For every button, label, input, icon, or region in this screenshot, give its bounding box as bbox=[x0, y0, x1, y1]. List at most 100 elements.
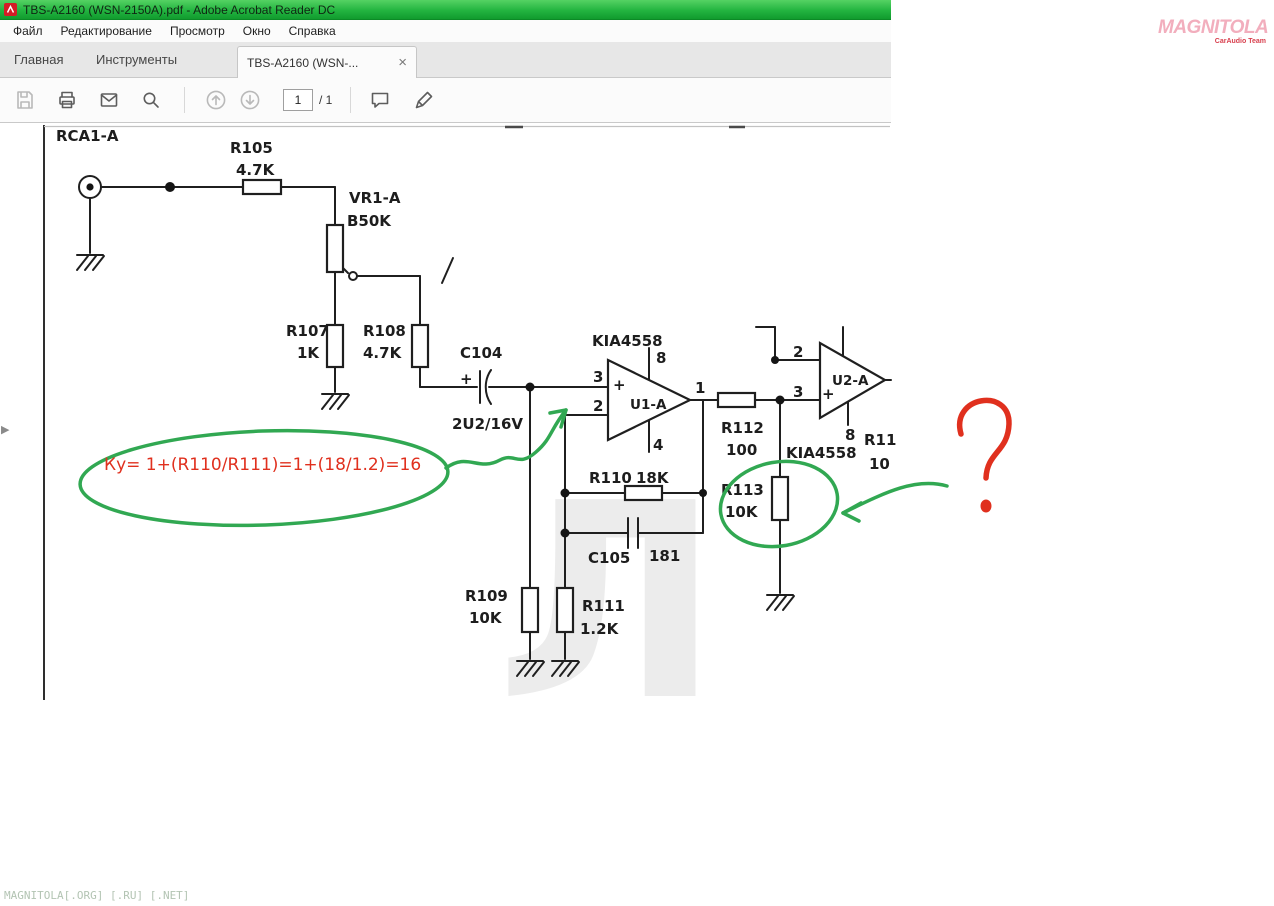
page-down-icon bbox=[240, 90, 260, 110]
label-u2-pin3: 3 bbox=[793, 383, 803, 401]
resistor-r113 bbox=[770, 475, 790, 522]
print-button[interactable] bbox=[50, 83, 84, 117]
squiggle-arrow bbox=[444, 408, 568, 470]
menu-window[interactable]: Окно bbox=[242, 24, 271, 38]
label-rca: RCA1-A bbox=[56, 127, 119, 145]
navigation-pane-toggle[interactable]: ▶ bbox=[1, 424, 10, 436]
tab-tools[interactable]: Инструменты bbox=[96, 52, 178, 67]
opamp-u1 bbox=[606, 358, 693, 442]
label-r108: R108 bbox=[363, 322, 406, 340]
label-u2-pin2: 2 bbox=[793, 343, 803, 361]
label-r109-value: 10K bbox=[469, 609, 503, 627]
label-r111: R111 bbox=[582, 597, 625, 615]
label-r111-value: 1.2K bbox=[580, 620, 620, 638]
schematic-wires bbox=[78, 175, 892, 660]
junction-dot bbox=[775, 395, 785, 405]
green-annotations bbox=[78, 408, 949, 549]
c104-plate-curved bbox=[484, 369, 492, 405]
label-r107-value: 1K bbox=[297, 344, 320, 362]
label-cut-10: 10 bbox=[869, 455, 890, 473]
resistor-r112 bbox=[716, 391, 757, 409]
label-u1-pin1: 1 bbox=[695, 379, 705, 397]
menu-help[interactable]: Справка bbox=[288, 24, 336, 38]
tabbar: Главная Инструменты TBS-A2160 (WSN-... × bbox=[0, 42, 891, 78]
label-u2-chip: KIA4558 bbox=[786, 444, 857, 462]
tab-document[interactable]: TBS-A2160 (WSN-... × bbox=[237, 46, 417, 78]
junction-dot bbox=[699, 489, 707, 497]
resistor-r109 bbox=[520, 586, 540, 634]
label-c104-value: 2U2/16V bbox=[452, 415, 523, 433]
junction-dot bbox=[771, 356, 779, 364]
label-r105-value: 4.7K bbox=[236, 161, 276, 179]
opamp-u2 bbox=[818, 341, 888, 420]
sign-pen-icon bbox=[416, 91, 433, 109]
ground-r113 bbox=[766, 594, 795, 611]
save-button[interactable] bbox=[8, 83, 42, 117]
junction-dot bbox=[560, 528, 570, 538]
label-r109: R109 bbox=[465, 587, 508, 605]
label-u1-pin4: 4 bbox=[653, 436, 663, 454]
schematic-labels: RCA1-A R105 4.7K VR1-A B50K R107 1K R108… bbox=[56, 127, 896, 638]
label-cut-r11: R11 bbox=[864, 431, 896, 449]
r113-circle bbox=[718, 459, 840, 549]
label-u2-pin8: 8 bbox=[845, 426, 855, 444]
label-c104-polarity: + bbox=[460, 370, 473, 388]
sign-button[interactable] bbox=[407, 83, 441, 117]
search-icon bbox=[143, 92, 159, 108]
comment-button[interactable] bbox=[363, 83, 397, 117]
footer-watermark: MAGNITOLA[.ORG] [.RU] [.NET] bbox=[4, 889, 190, 902]
junction-dot bbox=[525, 382, 535, 392]
potentiometer-vr1 bbox=[325, 223, 345, 274]
question-mark-dot bbox=[980, 499, 992, 513]
menubar: Файл Редактирование Просмотр Окно Справк… bbox=[0, 20, 891, 42]
tab-home[interactable]: Главная bbox=[14, 52, 64, 67]
page-number-input[interactable] bbox=[283, 89, 313, 111]
label-r112: R112 bbox=[721, 419, 764, 437]
ground-symbols bbox=[76, 254, 795, 677]
next-page-button[interactable] bbox=[233, 83, 267, 117]
label-r112-value: 100 bbox=[726, 441, 757, 459]
scan-frame bbox=[43, 125, 890, 700]
junction-dot bbox=[560, 488, 570, 498]
menu-edit[interactable]: Редактирование bbox=[60, 24, 152, 38]
label-u1: U1-A bbox=[630, 397, 667, 413]
label-u1-pin2: 2 bbox=[593, 397, 603, 415]
window-title: TBS-A2160 (WSN-2150A).pdf - Adobe Acroba… bbox=[23, 2, 336, 17]
ground-rca bbox=[76, 254, 105, 271]
page-total-label: / 1 bbox=[319, 93, 333, 107]
resistor-r105 bbox=[241, 178, 283, 196]
label-c105-value: 181 bbox=[649, 547, 680, 565]
label-r110-value: 18K bbox=[636, 469, 670, 487]
gain-formula-circle bbox=[78, 428, 450, 528]
page-up-icon bbox=[206, 90, 226, 110]
acrobat-app-icon bbox=[4, 3, 17, 16]
resistor-r111 bbox=[555, 586, 575, 634]
toolbar: / 1 bbox=[0, 78, 891, 123]
resistor-r107 bbox=[325, 323, 345, 369]
watermark-letter: Л bbox=[496, 445, 720, 760]
toolbar-separator bbox=[350, 87, 352, 113]
label-u2-plus: + bbox=[822, 385, 835, 403]
resistor-r110 bbox=[623, 484, 664, 502]
label-u2: U2-A bbox=[832, 373, 869, 389]
ground-r109 bbox=[516, 660, 545, 677]
previous-page-button[interactable] bbox=[199, 83, 233, 117]
logo-subtext: CarAudio Team bbox=[1214, 38, 1266, 45]
label-c105: C105 bbox=[588, 549, 630, 567]
label-r105: R105 bbox=[230, 139, 273, 157]
schematic-components bbox=[165, 178, 888, 634]
menu-view[interactable]: Просмотр bbox=[169, 24, 225, 38]
titlebar: TBS-A2160 (WSN-2150A).pdf - Adobe Acroba… bbox=[0, 0, 891, 20]
ground-r107 bbox=[321, 393, 350, 410]
label-c104: C104 bbox=[460, 344, 502, 362]
menu-file[interactable]: Файл bbox=[13, 24, 43, 38]
label-u1-plus: + bbox=[613, 376, 626, 394]
search-button[interactable] bbox=[134, 83, 168, 117]
label-vr1-value: B50K bbox=[347, 212, 392, 230]
email-button[interactable] bbox=[92, 83, 126, 117]
close-tab-icon[interactable]: × bbox=[398, 54, 407, 71]
question-mark-stroke bbox=[956, 397, 1012, 481]
email-icon bbox=[100, 93, 118, 107]
label-r113-value: 10K bbox=[725, 503, 759, 521]
